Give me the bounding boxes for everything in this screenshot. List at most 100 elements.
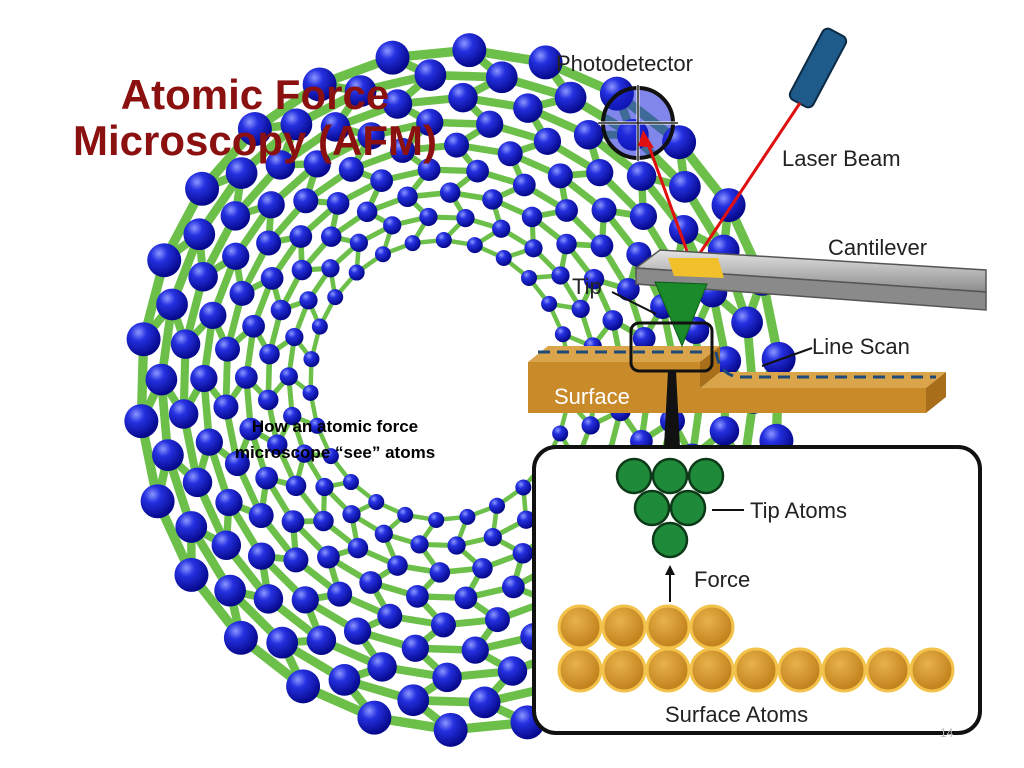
nanotube-atom	[257, 389, 279, 411]
nanotube-atom	[265, 150, 296, 180]
nanotube-atom	[428, 511, 445, 528]
nanotube-atom	[374, 524, 393, 543]
surface-atom	[645, 647, 691, 693]
nanotube-atom	[280, 108, 313, 141]
nanotube-atom	[267, 434, 288, 455]
surface-atoms-label: Surface Atoms	[665, 702, 808, 727]
nanotube-atom	[255, 466, 279, 490]
tip-atom	[687, 457, 725, 495]
nanotube-atom	[168, 399, 199, 429]
surface-atom	[557, 604, 603, 650]
nanotube-atom	[283, 547, 309, 573]
nanotube-atom	[632, 327, 656, 350]
nanotube-atom	[383, 216, 402, 235]
tip-atom	[651, 457, 689, 495]
tip-atoms-label: Tip Atoms	[750, 498, 847, 523]
nanotube-atom	[669, 170, 701, 203]
surface-atom	[689, 604, 735, 650]
nanotube-atom	[367, 652, 397, 682]
nanotube-atom	[338, 156, 364, 182]
nanotube-atom	[430, 612, 456, 638]
nanotube-atom	[239, 417, 263, 441]
nanotube-atom	[466, 159, 489, 183]
nanotube-atom	[591, 197, 617, 223]
nanotube-atom	[731, 306, 763, 339]
nanotube-atom	[552, 425, 569, 442]
surface-atom	[645, 604, 691, 650]
tip-atom	[633, 489, 671, 527]
nanotube-atom	[299, 291, 318, 310]
surface-atom	[733, 647, 779, 693]
surface-atom	[601, 604, 647, 650]
nanotube-atom	[497, 141, 523, 167]
nanotube-atom	[309, 417, 326, 434]
photodetector-label: Photodetector	[556, 51, 693, 76]
nanotube-atom	[225, 157, 258, 189]
nanotube-atom	[581, 416, 600, 435]
nanotube-atom	[382, 89, 413, 119]
nanotube-atom	[195, 428, 223, 456]
nanotube-atom	[483, 528, 502, 547]
force-label: Force	[694, 567, 750, 592]
nanotube-atom	[497, 656, 528, 686]
nanotube-atom	[555, 199, 578, 222]
nanotube-atom	[317, 545, 340, 569]
nanotube-atom	[485, 61, 518, 94]
tip-atom	[651, 521, 689, 559]
nanotube-atom	[602, 310, 623, 331]
nanotube-atom	[626, 161, 657, 191]
nanotube-atom	[484, 607, 510, 633]
surface-atom	[865, 647, 911, 693]
nanotube-atom	[709, 416, 740, 446]
nanotube-atom	[551, 266, 570, 285]
nanotube-atom	[126, 322, 161, 357]
nanotube-atom	[448, 82, 478, 113]
nanotube-atom	[554, 81, 587, 114]
nanotube-atom	[439, 182, 461, 203]
nanotube-atom	[124, 404, 159, 439]
nanotube-atom	[359, 571, 383, 594]
nanotube-atom	[406, 584, 429, 608]
nanotube-atom	[283, 406, 302, 426]
nanotube-atom	[554, 326, 571, 343]
laser-device-icon	[788, 27, 848, 109]
nanotube-atom	[234, 366, 258, 389]
nanotube-atom	[433, 712, 468, 747]
nanotube-atom	[404, 235, 421, 252]
nanotube-atom	[401, 634, 429, 662]
nanotube-atom	[302, 67, 337, 102]
slide-number: 14	[940, 726, 954, 740]
line-scan-leader-line	[761, 347, 813, 367]
nanotube-atom	[343, 617, 372, 645]
caption-line-1: How an atomic force	[251, 417, 419, 436]
nanotube-atom	[190, 364, 218, 393]
nanotube-atom	[145, 363, 178, 396]
nanotube-atom	[211, 530, 242, 560]
nanotube-atom	[175, 511, 208, 543]
nanotube-atom	[377, 603, 403, 629]
nanotube-atom	[512, 173, 536, 197]
nanotube-atom	[220, 201, 251, 231]
nanotube-atom	[242, 314, 265, 338]
nanotube-atom	[291, 586, 319, 614]
nanotube-atom	[476, 110, 504, 138]
nanotube-atom	[315, 477, 334, 497]
nanotube-atom	[259, 343, 280, 365]
nanotube-atom	[321, 259, 340, 278]
nanotube-atom	[571, 299, 590, 318]
tip-atom	[615, 457, 653, 495]
nanotube-atom	[356, 201, 378, 223]
nanotube-atom	[322, 448, 339, 465]
nanotube-atom	[414, 59, 447, 91]
nanotube-atom	[573, 120, 604, 150]
nanotube-atom	[183, 218, 216, 251]
nanotube-atom	[375, 40, 410, 75]
caption-line-2: microscope “see” atoms	[234, 443, 436, 462]
nanotube-atom	[492, 219, 511, 238]
nanotube-atom	[257, 191, 285, 219]
nanotube-atom	[495, 249, 512, 266]
nanotube-atom	[327, 289, 344, 306]
laser-beam-path	[638, 102, 802, 266]
photodetector-crosshair-icon	[598, 85, 678, 161]
nanotube-atom	[188, 262, 218, 292]
